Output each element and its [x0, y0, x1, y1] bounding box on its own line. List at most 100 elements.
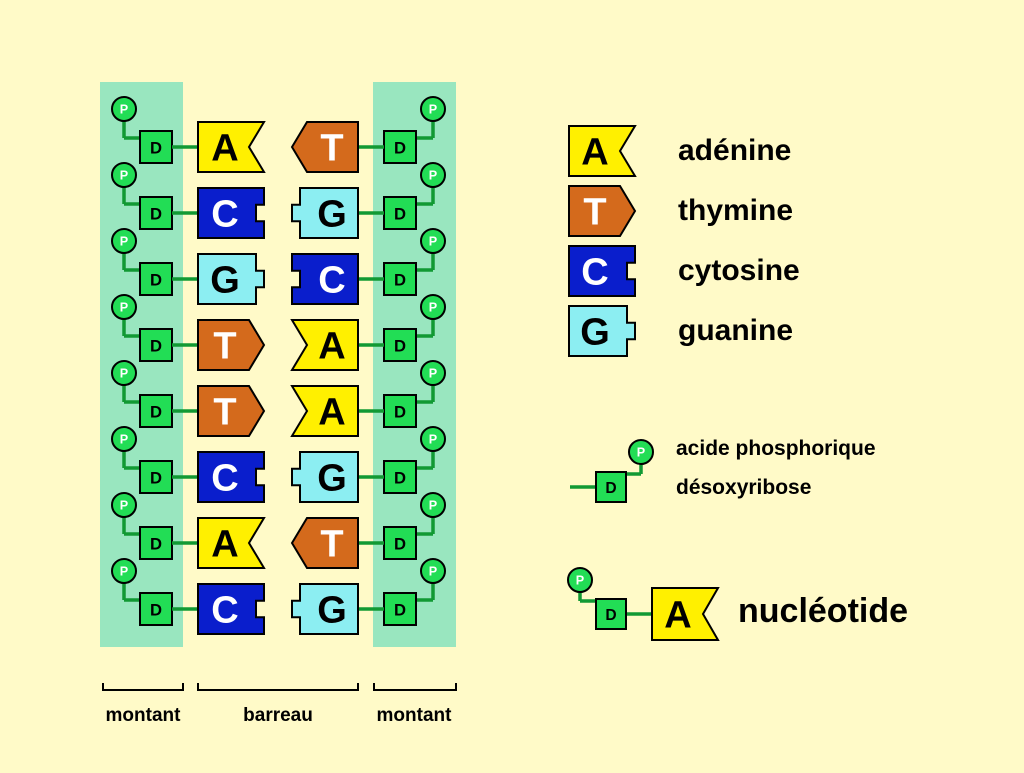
deoxyribose-letter: D [150, 468, 162, 487]
right-deoxyribose: D [383, 592, 417, 626]
right-phosphate: P [420, 96, 446, 122]
phosphate-circle [111, 492, 137, 518]
left-phosphate: P [111, 96, 137, 122]
rung-base-right: T [290, 517, 359, 569]
rung-base-right: T [290, 121, 359, 173]
left-deoxyribose: D [139, 328, 173, 362]
deoxyribose-letter: D [605, 480, 616, 497]
phosphate-letter: P [637, 446, 645, 460]
deoxyribose-square [383, 130, 417, 164]
rung-base-left: C [197, 451, 265, 503]
rung-base-left: A [197, 517, 266, 569]
phosphate-letter: P [429, 565, 437, 579]
guanine-shape [291, 451, 359, 503]
left-phosphate: P [111, 228, 137, 254]
deoxyribose-square [383, 328, 417, 362]
right-phosphate: P [420, 558, 446, 584]
deoxyribose-square [383, 526, 417, 560]
right-deoxyribose: D [383, 196, 417, 230]
legend-nucleotide-phosphate: P [567, 567, 593, 593]
phosphate-letter: P [429, 169, 437, 183]
left-deoxyribose: D [139, 460, 173, 494]
phosphate-circle [420, 96, 446, 122]
base-letter: G [317, 458, 347, 500]
left-deoxyribose: D [139, 526, 173, 560]
base-letter: G [317, 194, 347, 236]
right-deoxyribose: D [383, 394, 417, 428]
phosphate-circle [111, 426, 137, 452]
base-letter: G [317, 590, 347, 632]
right-deoxyribose: D [383, 130, 417, 164]
deoxyribose-letter: D [150, 336, 162, 355]
phosphate-circle [420, 492, 446, 518]
adenine-shape [197, 121, 266, 173]
phosphate-letter: P [120, 235, 128, 249]
deoxyribose-letter: D [394, 138, 406, 157]
legend-label: guanine [678, 314, 793, 347]
phosphate-letter: P [429, 103, 437, 117]
phosphate-letter: P [120, 367, 128, 381]
deoxyribose-letter: D [394, 402, 406, 421]
phosphate-circle [420, 558, 446, 584]
adenine-shape [290, 319, 359, 371]
deoxyribose-letter: D [394, 468, 406, 487]
base-letter: T [320, 524, 343, 566]
base-letter: A [318, 326, 345, 368]
base-letter: C [581, 252, 608, 294]
right-phosphate: P [420, 426, 446, 452]
phosphate-circle [628, 439, 654, 465]
base-letter: T [213, 392, 236, 434]
left-phosphate: P [111, 162, 137, 188]
guanine-shape [197, 253, 265, 305]
phosphate-circle [111, 360, 137, 386]
deoxyribose-letter: D [150, 138, 162, 157]
left-deoxyribose: D [139, 196, 173, 230]
rung-base-right: G [291, 451, 359, 503]
phosphate-letter: P [120, 103, 128, 117]
deoxyribose-letter: D [394, 534, 406, 553]
deoxyribose-letter: D [150, 534, 162, 553]
phosphate-letter: P [429, 499, 437, 513]
base-letter: G [210, 260, 240, 302]
phosphate-circle [111, 228, 137, 254]
deoxyribose-square [383, 592, 417, 626]
phosphate-letter: P [120, 499, 128, 513]
adenine-shape [568, 125, 637, 177]
cytosine-shape [197, 583, 265, 635]
rung-base-left: A [197, 121, 266, 173]
guanine-shape [291, 583, 359, 635]
left-phosphate: P [111, 360, 137, 386]
phosphate-letter: P [120, 301, 128, 315]
right-phosphate: P [420, 228, 446, 254]
phosphate-letter: P [120, 433, 128, 447]
thymine-shape [290, 517, 359, 569]
phosphate-letter: P [429, 367, 437, 381]
guanine-shape [568, 305, 636, 357]
phosphate-circle [420, 228, 446, 254]
deoxyribose-letter: D [150, 270, 162, 289]
deoxyribose-letter: D [605, 607, 616, 624]
phosphate-letter: P [429, 235, 437, 249]
label-rung: barreau [243, 705, 313, 726]
left-phosphate: P [111, 426, 137, 452]
rung-base-right: G [291, 583, 359, 635]
legend-label: cytosine [678, 254, 800, 287]
legend-deoxyribose: D [595, 471, 627, 503]
deoxyribose-letter: D [394, 204, 406, 223]
phosphate-circle [420, 426, 446, 452]
right-phosphate: P [420, 492, 446, 518]
phosphate-circle [111, 294, 137, 320]
base-letter: C [211, 590, 238, 632]
right-deoxyribose: D [383, 460, 417, 494]
right-phosphate: P [420, 294, 446, 320]
phosphate-letter: P [429, 301, 437, 315]
base-letter: A [211, 128, 238, 170]
thymine-shape [568, 185, 637, 237]
